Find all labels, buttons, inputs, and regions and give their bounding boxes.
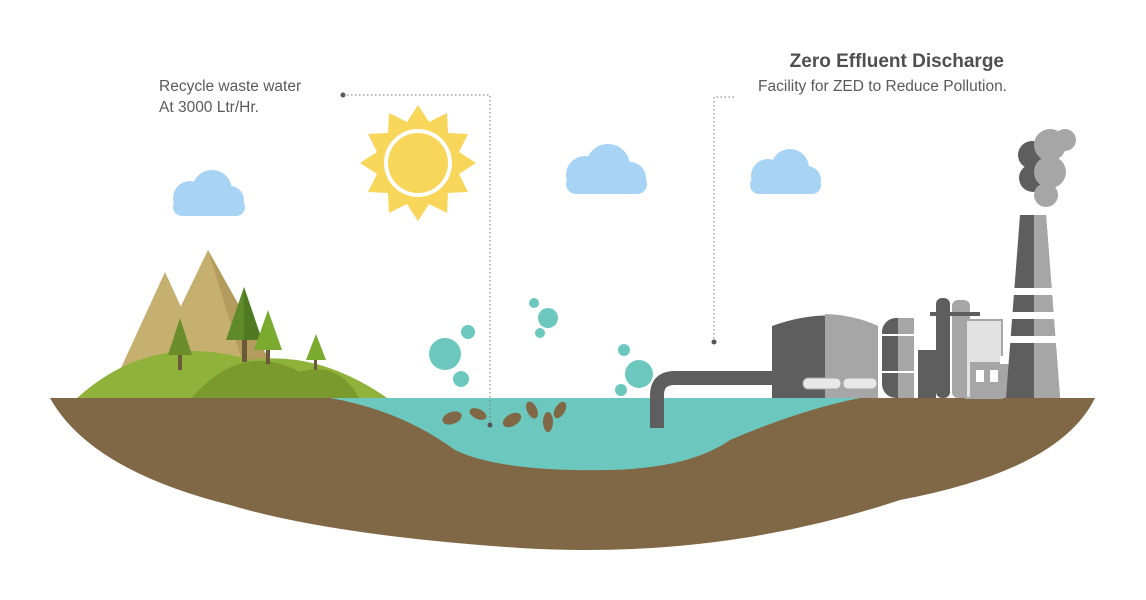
water-bubbles <box>429 298 653 396</box>
smokestack-icon <box>1006 215 1060 398</box>
tree-icon <box>254 310 282 364</box>
cloud-icon <box>173 170 245 216</box>
sludge-drops <box>442 401 567 432</box>
right-callout-leader <box>711 96 734 345</box>
right-callout-subtitle: Facility for ZED to Reduce Pollution. <box>758 78 1007 95</box>
water-basin <box>330 398 860 471</box>
soil-ground <box>50 398 1095 550</box>
right-callout-title: Zero Effluent Discharge <box>789 51 1004 72</box>
left-callout-text: Recycle waste water At 3000 Ltr/Hr. <box>159 76 301 118</box>
sun-icon <box>360 105 476 221</box>
hills <box>75 351 390 400</box>
left-callout-line1: Recycle waste water <box>159 78 302 95</box>
smoke-cloud <box>1018 129 1076 207</box>
factory-icon <box>772 298 1018 399</box>
left-callout-line2: At 3000 Ltr/Hr. <box>159 99 259 116</box>
pipe-icon <box>650 371 780 428</box>
left-callout-leader <box>340 92 493 428</box>
tree-icon <box>306 334 326 370</box>
cloud-icon <box>566 144 647 194</box>
tree-icon <box>168 318 192 370</box>
cloud-icon <box>750 149 821 194</box>
tree-icon <box>226 287 262 362</box>
